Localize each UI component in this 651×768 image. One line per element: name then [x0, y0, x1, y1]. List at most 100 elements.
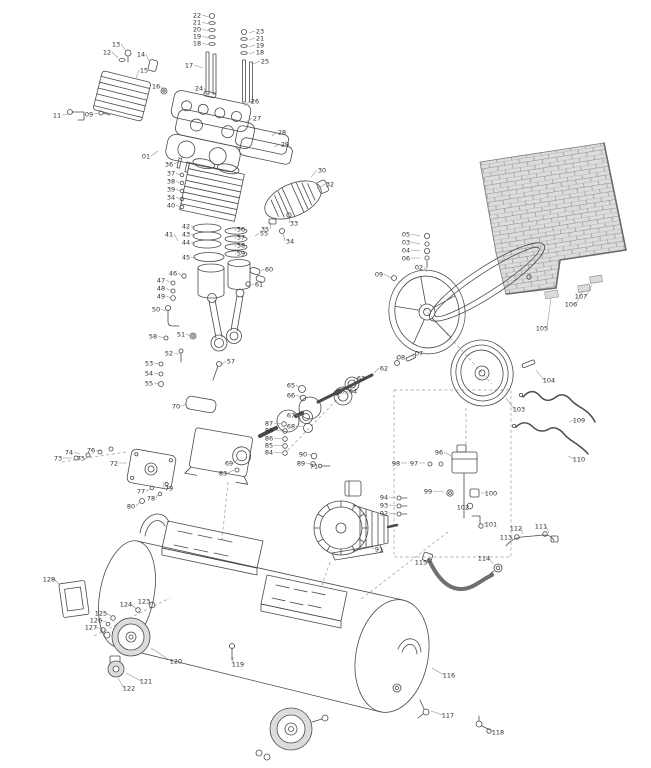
- part-callout-41-38: 41: [165, 230, 179, 242]
- svg-text:16: 16: [152, 82, 160, 90]
- part-callout-42-35: 42: [182, 222, 196, 230]
- motor-pulley: [450, 339, 514, 407]
- svg-text:115: 115: [415, 558, 427, 566]
- part-callout-21-7: 21: [248, 34, 264, 42]
- part-callout-115-116: 115: [415, 558, 432, 566]
- part-callout-51-61: 51: [177, 330, 191, 338]
- svg-text:60: 60: [265, 265, 273, 273]
- ball-valve: [475, 715, 492, 734]
- part-callout-121-126: 121: [125, 672, 152, 685]
- cover-gasket: [185, 395, 217, 414]
- svg-text:36: 36: [165, 160, 173, 168]
- part-callout-60-45: 60: [260, 265, 273, 273]
- svg-text:25: 25: [261, 57, 269, 65]
- svg-text:32: 32: [326, 180, 334, 188]
- part-callout-39-27: 39: [167, 185, 181, 193]
- part-callout-48-49: 48: [157, 284, 172, 292]
- part-callout-104-88: 104: [535, 369, 555, 384]
- drain-valve: [417, 699, 430, 719]
- svg-text:74: 74: [65, 448, 73, 456]
- part-callout-90-83: 90: [299, 450, 313, 458]
- svg-text:113: 113: [500, 533, 512, 541]
- svg-text:45: 45: [182, 253, 190, 261]
- part-callout-38-26: 38: [167, 177, 181, 185]
- part-callout-57-67: 57: [220, 357, 235, 365]
- svg-text:11: 11: [53, 111, 61, 119]
- air-tank: [98, 513, 430, 713]
- power-cable-1: [519, 390, 596, 423]
- part-callout-127-122: 127: [85, 623, 102, 631]
- part-callout-84-82: 84: [265, 448, 284, 456]
- part-callout-30-30: 30: [310, 166, 326, 178]
- svg-text:34: 34: [286, 237, 294, 245]
- svg-text:12: 12: [103, 48, 111, 56]
- part-callout-103-89: 103: [505, 397, 525, 413]
- breather-tube: [165, 305, 180, 327]
- part-callout-66-75: 66: [287, 391, 301, 399]
- svg-text:42: 42: [182, 222, 190, 230]
- part-callout-44-37: 44: [182, 238, 196, 246]
- belt-guard-grille: [479, 142, 627, 300]
- svg-text:28: 28: [278, 128, 286, 136]
- part-callout-63-72: 63: [352, 374, 365, 382]
- part-callout-117-128: 117: [430, 710, 454, 719]
- part-callout-97-103: 97: [410, 459, 425, 467]
- part-callout-91-111: 91: [367, 545, 383, 553]
- svg-text:125: 125: [95, 609, 107, 617]
- svg-text:23: 23: [256, 27, 264, 35]
- part-callout-83-87: 83: [219, 469, 235, 477]
- svg-text:62: 62: [380, 364, 388, 372]
- belt-washers: [423, 232, 430, 269]
- part-callout-12-12: 12: [103, 48, 119, 59]
- svg-text:22: 22: [193, 11, 201, 19]
- cylinder-block: [179, 158, 245, 222]
- part-callout-49-50: 49: [157, 292, 172, 300]
- svg-text:84: 84: [265, 448, 273, 456]
- svg-text:04: 04: [402, 246, 410, 254]
- part-callout-86-80: 86: [265, 434, 284, 442]
- svg-text:67: 67: [287, 411, 295, 419]
- outlet-elbow: [67, 109, 111, 121]
- part-callout-33-32: 33: [288, 216, 298, 227]
- svg-text:35: 35: [261, 225, 269, 233]
- head-bolt-stack-left: [205, 13, 217, 95]
- part-callout-68-77: 68: [287, 422, 305, 430]
- svg-text:05: 05: [402, 230, 410, 238]
- part-callout-112-113: 112: [510, 524, 524, 535]
- svg-text:41: 41: [165, 230, 173, 238]
- svg-text:85: 85: [265, 441, 273, 449]
- svg-text:15: 15: [140, 66, 148, 74]
- piston-rings-left: [192, 223, 225, 262]
- svg-text:24: 24: [195, 84, 203, 92]
- svg-text:73: 73: [54, 454, 62, 462]
- oil-fittings: [158, 332, 222, 387]
- svg-text:18: 18: [193, 39, 201, 47]
- part-callout-100-105: 100: [481, 489, 497, 497]
- svg-text:27: 27: [253, 114, 261, 122]
- check-valve: [489, 563, 503, 575]
- part-callout-98-102: 98: [392, 459, 407, 467]
- svg-text:123: 123: [138, 597, 150, 605]
- part-callout-101-107: 101: [483, 520, 497, 528]
- part-callout-128-117: 128: [43, 575, 61, 586]
- part-callout-07-69: 07: [412, 349, 423, 357]
- part-callout-18-4: 18: [193, 39, 209, 47]
- svg-text:127: 127: [85, 623, 97, 631]
- svg-text:109: 109: [573, 416, 585, 424]
- svg-text:49: 49: [157, 292, 165, 300]
- wheel-right: [255, 707, 329, 761]
- part-callout-59-43: 59: [234, 249, 245, 257]
- svg-text:08: 08: [397, 353, 405, 361]
- svg-text:70: 70: [172, 402, 180, 410]
- part-callout-24-18: 24: [195, 84, 207, 92]
- part-callout-110-91: 110: [567, 455, 585, 463]
- svg-text:83: 83: [219, 469, 227, 477]
- crankcase-cover: [126, 448, 177, 490]
- part-callout-73-95: 73: [54, 454, 72, 462]
- svg-text:19: 19: [193, 32, 201, 40]
- svg-text:78: 78: [147, 494, 155, 502]
- valve-plate: [170, 90, 252, 132]
- part-callout-43-36: 43: [182, 230, 196, 238]
- oil-seals: [298, 385, 313, 433]
- part-callout-85-81: 85: [265, 441, 284, 449]
